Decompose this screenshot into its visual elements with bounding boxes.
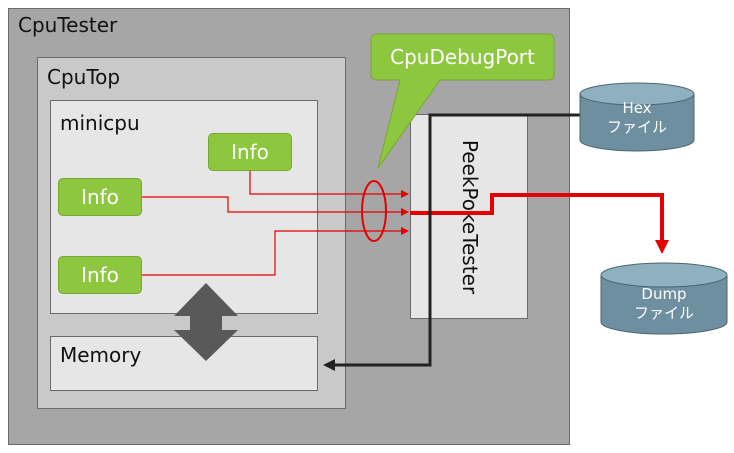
dump-path xyxy=(410,193,669,254)
dump-file-label: Dump ファイル xyxy=(601,285,727,323)
dump-file-line1: Dump xyxy=(641,285,687,303)
info-block-2: Info xyxy=(58,178,142,216)
cputester-label: CpuTester xyxy=(18,13,118,37)
signal-line-3 xyxy=(142,227,409,276)
cputop-label: CpuTop xyxy=(47,65,121,89)
memory-label: Memory xyxy=(60,343,142,367)
debugport-ellipse xyxy=(361,180,387,242)
signal-line-2 xyxy=(142,196,409,216)
minicpu-label: minicpu xyxy=(60,111,140,135)
info-block-3: Info xyxy=(58,256,142,294)
memory-block: Memory xyxy=(50,336,318,391)
signal-line-1 xyxy=(249,171,409,198)
callout-bubble xyxy=(370,33,555,169)
callout-label: CpuDebugPort xyxy=(390,45,535,69)
hex-load-path xyxy=(323,113,584,371)
dump-file-line2: ファイル xyxy=(633,304,694,322)
hex-file-line2: ファイル xyxy=(606,118,667,136)
hex-file-cylinder xyxy=(579,82,695,152)
hex-file-line1: Hex xyxy=(622,99,652,117)
info-block-1: Info xyxy=(208,133,292,171)
bidirectional-arrow xyxy=(174,283,238,361)
dump-file-cylinder xyxy=(600,262,728,335)
hex-file-label: Hex ファイル xyxy=(580,99,694,137)
